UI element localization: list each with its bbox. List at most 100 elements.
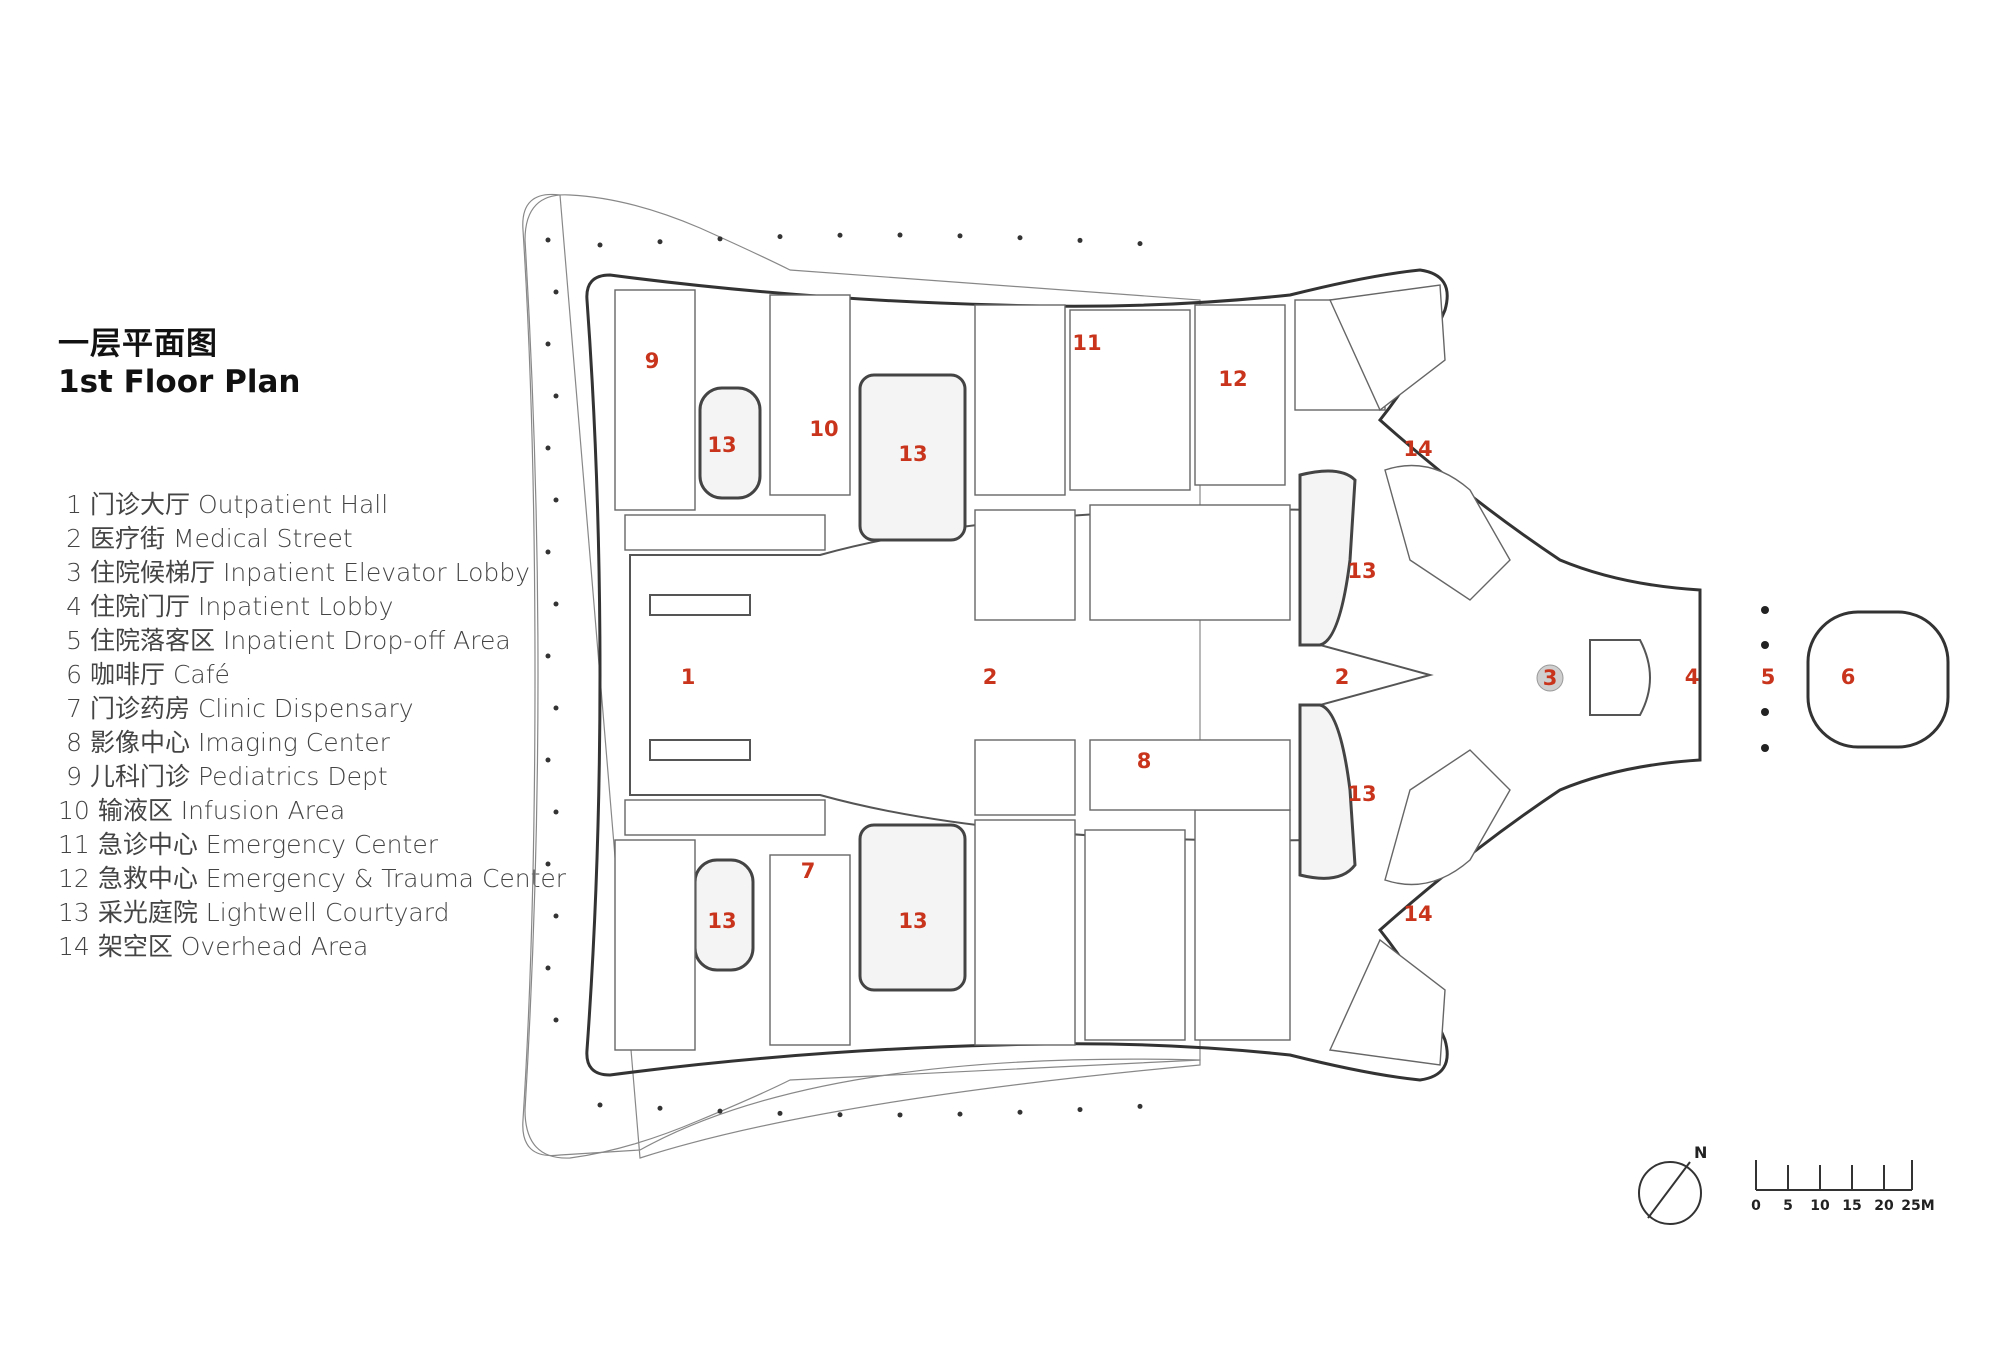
- canopy-column-dot: [553, 809, 559, 815]
- plan-label-13-nw-large: 13: [898, 442, 927, 466]
- canopy-column-dot: [717, 236, 723, 242]
- scale-tick-20: 20: [1874, 1198, 1894, 1214]
- canopy-column-dot: [1017, 1109, 1023, 1115]
- plan-label-2-west: 2: [983, 665, 998, 689]
- legend-number: 3: [66, 558, 82, 587]
- legend-text: 住院候梯厅 Inpatient Elevator Lobby: [90, 558, 530, 587]
- plan-label-1: 1: [681, 665, 696, 689]
- canopy-column-dot: [1017, 235, 1023, 241]
- canopy-column-dot: [657, 239, 663, 245]
- legend-text: 采光庭院 Lightwell Courtyard: [97, 898, 450, 927]
- courtyard-se: [1298, 703, 1357, 880]
- plan-labels: 1 2 2 3 4 5 6 7 8 9 10 11 12 13 13 13 13…: [645, 331, 1856, 933]
- title-english: 1st Floor Plan: [58, 364, 301, 400]
- legend-text: 门诊大厅 Outpatient Hall: [90, 490, 389, 519]
- canopy-column-dot: [1137, 241, 1143, 247]
- canopy-column-dot: [553, 393, 559, 399]
- building-outline: [585, 268, 1702, 1082]
- plan-label-13-sw-small: 13: [707, 909, 736, 933]
- plan-label-8: 8: [1137, 749, 1152, 773]
- legend-number: 9: [66, 762, 82, 791]
- canopy-column-dot: [1137, 1103, 1143, 1109]
- canopy-column-dot: [545, 653, 551, 659]
- legend-item: 3 住院候梯厅 Inpatient Elevator Lobby: [58, 556, 566, 590]
- courtyard-nw-small: [698, 386, 762, 500]
- plan-label-14-south: 14: [1403, 902, 1432, 926]
- canopy-column-dot: [553, 1017, 559, 1023]
- plan-label-2-east: 2: [1335, 665, 1350, 689]
- canopy-column-dot: [553, 913, 559, 919]
- plan-label-12: 12: [1218, 367, 1247, 391]
- courtyard-sw-large: [858, 823, 967, 992]
- canopy-column-dot: [545, 965, 551, 971]
- canopy-column-dot: [597, 1102, 603, 1108]
- canopy-column-dot: [837, 1112, 843, 1118]
- plan-label-14-north: 14: [1403, 437, 1432, 461]
- canopy-column-dot: [717, 1108, 723, 1114]
- plan-label-7: 7: [801, 859, 816, 883]
- legend-text: 架空区 Overhead Area: [97, 932, 369, 961]
- plan-label-13-ne: 13: [1347, 559, 1376, 583]
- cafe-building: [1806, 610, 1950, 749]
- plan-label-13-sw-large: 13: [898, 909, 927, 933]
- canopy-column-dot: [545, 237, 551, 243]
- courtyard-ne: [1298, 469, 1357, 647]
- elevator-lobby-marker: [1536, 664, 1564, 692]
- legend-number: 5: [66, 626, 82, 655]
- legend-number: 7: [66, 694, 82, 723]
- plan-label-11: 11: [1072, 331, 1101, 355]
- canopy-column-dot: [897, 232, 903, 238]
- title-chinese: 一层平面图: [58, 326, 218, 362]
- canopy-column-dot: [777, 1110, 783, 1116]
- room-blocks-south: [614, 739, 1291, 1051]
- plan-label-6: 6: [1841, 665, 1856, 689]
- canopy-column-dot: [545, 757, 551, 763]
- courtyard-nw-large: [858, 373, 967, 542]
- canopy-column-dot: [657, 1105, 663, 1111]
- canopy-column-dot: [957, 233, 963, 239]
- canopy-column-dot: [553, 705, 559, 711]
- legend-text: 医疗街 Medical Street: [90, 524, 353, 553]
- legend-number: 14: [58, 932, 90, 961]
- scale-tick-25m: 25M: [1901, 1198, 1934, 1214]
- legend-number: 13: [58, 898, 90, 927]
- scale-tick-15: 15: [1842, 1198, 1861, 1214]
- room-blocks-east: [1328, 284, 1511, 1066]
- plan-label-9: 9: [645, 349, 660, 373]
- legend-item: 6 咖啡厅 Café: [58, 658, 566, 692]
- scale-tick-0: 0: [1751, 1198, 1761, 1214]
- canopy-column-dot: [553, 601, 559, 607]
- canopy-column-dot: [545, 341, 551, 347]
- canopy-column-dot: [957, 1111, 963, 1117]
- legend-number: 10: [58, 796, 90, 825]
- legend-number: 6: [66, 660, 82, 689]
- plan-label-4: 4: [1685, 665, 1700, 689]
- plan-label-10: 10: [809, 417, 838, 441]
- scale-tick-5: 5: [1783, 1198, 1793, 1214]
- dropoff-columns: [1761, 606, 1769, 752]
- inpatient-lobby-pod: [1589, 639, 1651, 716]
- canopy-column-dot: [1077, 1107, 1083, 1113]
- legend-number: 8: [66, 728, 82, 757]
- legend-text: 急救中心 Emergency & Trauma Center: [97, 864, 567, 893]
- canopy-column-dot: [1077, 237, 1083, 243]
- plan-label-13-nw-small: 13: [707, 433, 736, 457]
- legend-text: 咖啡厅 Café: [90, 660, 230, 689]
- canopy-column-dot: [837, 232, 843, 238]
- canopy-outline: [522, 193, 1201, 1159]
- legend-text: 输液区 Infusion Area: [97, 796, 346, 825]
- canopy-column-dot: [545, 549, 551, 555]
- legend-number: 11: [58, 830, 90, 859]
- legend-number: 1: [66, 490, 82, 519]
- scale-bar: 0 5 10 15 20 25M: [1751, 1160, 1935, 1214]
